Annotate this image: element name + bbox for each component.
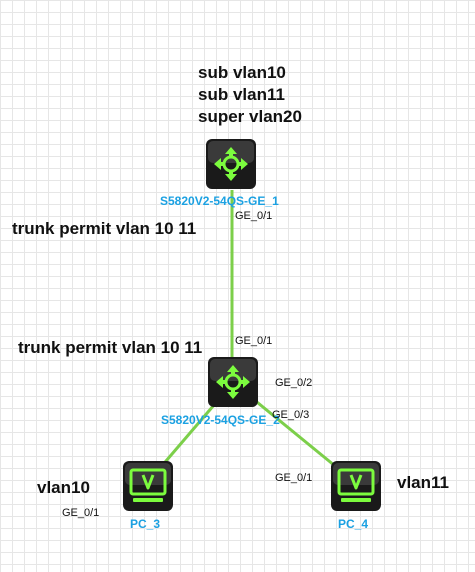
annotation-super-vlan20: super vlan20	[198, 107, 302, 126]
switch-router-icon[interactable]	[208, 357, 258, 407]
annotation-pc3-vlan: vlan10	[37, 478, 90, 497]
pc-monitor-icon[interactable]	[331, 461, 381, 511]
link-sw2-pc4[interactable]	[251, 396, 341, 472]
link-sw2-pc3[interactable]	[158, 397, 222, 469]
device-label-switch2[interactable]: S5820V2-54QS-GE_2	[161, 413, 280, 427]
switch-router-icon[interactable]	[206, 139, 256, 189]
annotation-sub-vlan11: sub vlan11	[198, 85, 285, 104]
device-label-pc4[interactable]: PC_4	[338, 517, 369, 531]
port-label-pc4: GE_0/1	[275, 472, 313, 484]
annotation-trunk-lower: trunk permit vlan 10 11	[18, 338, 203, 357]
annotation-pc4-vlan: vlan11	[397, 473, 449, 492]
port-label-pc3: GE_0/1	[62, 507, 100, 519]
annotation-trunk-upper: trunk permit vlan 10 11	[12, 219, 197, 238]
device-label-switch1[interactable]: S5820V2-54QS-GE_1	[160, 194, 279, 208]
pc-monitor-icon[interactable]	[123, 461, 173, 511]
annotation-sub-vlan10: sub vlan10	[198, 63, 286, 82]
port-label-sw2-up: GE_0/1	[235, 335, 273, 347]
device-label-pc3[interactable]: PC_3	[130, 517, 161, 531]
port-label-sw2-pc4: GE_0/3	[272, 409, 310, 421]
port-label-sw1-down: GE_0/1	[235, 210, 273, 222]
port-label-sw2-pc3: GE_0/2	[275, 377, 313, 389]
